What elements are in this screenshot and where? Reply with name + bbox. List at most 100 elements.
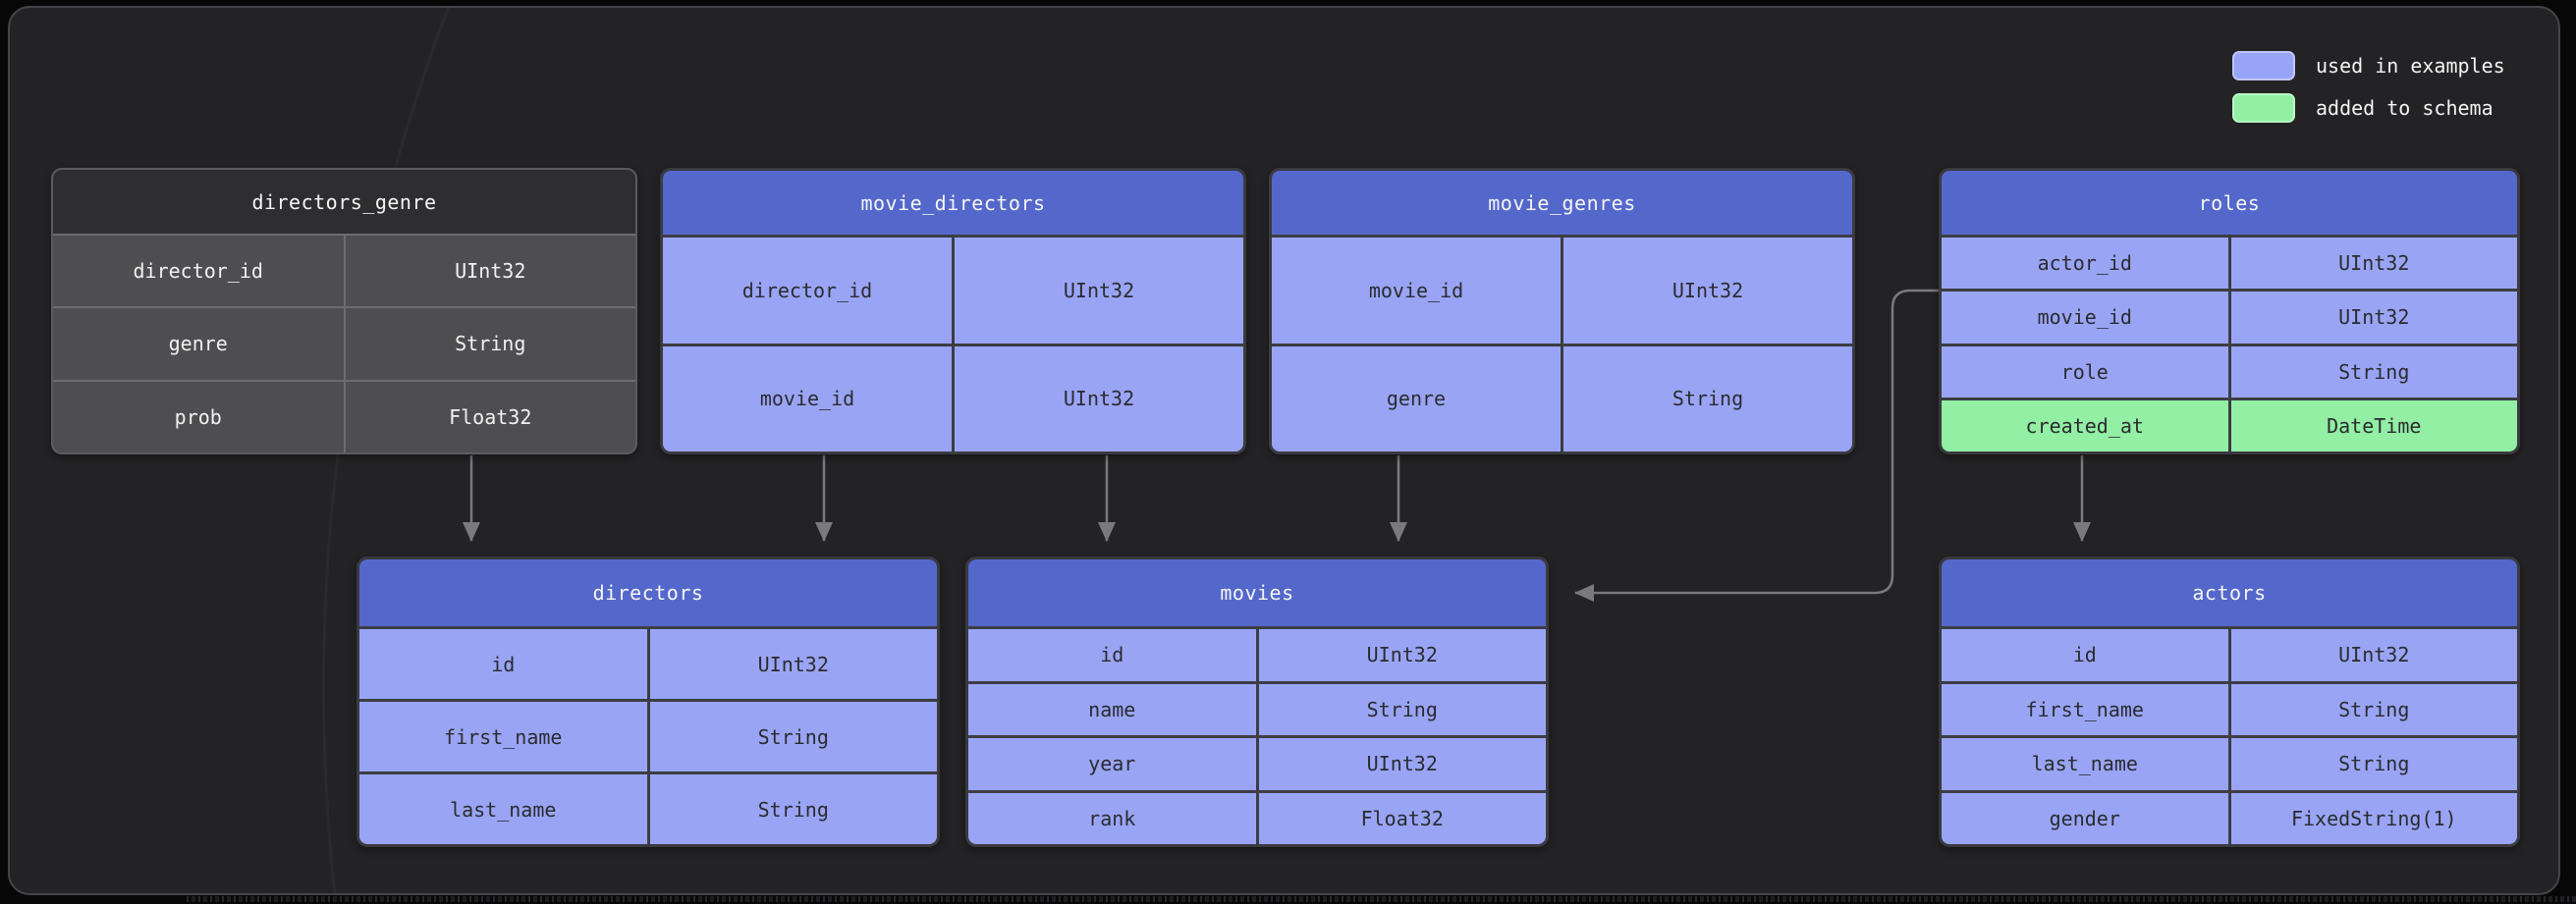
field-type-cell: FixedString(1) (2290, 806, 2457, 830)
table-row-year: year UInt32 (968, 735, 1546, 790)
field-name-cell: id (968, 629, 1259, 681)
table-row-actor_id: actor_id UInt32 (1942, 235, 2517, 290)
field-name-cell: name (968, 683, 1259, 735)
legend: used in examples added to schema (2232, 51, 2505, 123)
field-type-cell: UInt32 (2338, 643, 2410, 667)
legend-item-used-in-examples: used in examples (2232, 51, 2505, 80)
field-type-cell: UInt32 (1063, 278, 1135, 302)
table-title: roles (2198, 190, 2261, 215)
table-header: movies (968, 559, 1546, 626)
table-row-id: id UInt32 (359, 626, 937, 699)
table-title: movie_genres (1488, 190, 1636, 215)
table-row-gender: gender FixedString(1) (1942, 789, 2517, 844)
field-type-cell: UInt32 (1366, 643, 1438, 667)
table-body: movie_id UInt32 genre String (1272, 235, 1852, 452)
table-movie_genres: movie_genres movie_id UInt32 genre String (1269, 168, 1855, 454)
table-row-created_at: created_at DateTime (1942, 397, 2517, 452)
field-name-cell: genre (1272, 346, 1563, 452)
field-name-cell: rank (968, 792, 1259, 844)
field-type-cell: String (757, 724, 829, 749)
field-type-cell: String (1366, 697, 1438, 721)
field-name-cell: prob (53, 381, 346, 452)
field-type-cell: UInt32 (1672, 278, 1744, 302)
table-row-last_name: last_name String (1942, 735, 2517, 790)
table-row-movie_id: movie_id UInt32 (663, 343, 1243, 452)
field-type-cell: UInt32 (2338, 305, 2410, 330)
field-type-cell: UInt32 (1366, 752, 1438, 776)
field-type-cell: Float32 (449, 404, 532, 429)
field-name-cell: movie_id (663, 346, 955, 452)
green-color-swatch (2232, 93, 2295, 123)
field-name-cell: gender (1942, 792, 2231, 844)
field-name-cell: first_name (1942, 683, 2231, 735)
table-row-rank: rank Float32 (968, 789, 1546, 844)
screen-edge-artifact (187, 896, 2576, 902)
field-type-cell: String (2338, 697, 2410, 721)
field-name-cell: movie_id (1272, 238, 1563, 344)
field-type-cell: DateTime (2327, 413, 2422, 438)
field-name-cell: id (1942, 629, 2231, 681)
field-type-cell: UInt32 (757, 652, 829, 676)
table-row-id: id UInt32 (1942, 626, 2517, 681)
field-name-cell: director_id (663, 238, 955, 344)
table-body: director_id UInt32 genre String prob Float32 (53, 234, 635, 452)
table-row-director_id: director_id UInt32 (53, 234, 635, 307)
field-name-cell: last_name (1942, 738, 2231, 790)
field-name-cell: created_at (1942, 399, 2231, 452)
table-header: movie_directors (663, 171, 1243, 235)
field-type-cell: String (757, 797, 829, 822)
table-header: actors (1942, 559, 2517, 626)
field-name-cell: role (1942, 346, 2231, 398)
field-name-cell: last_name (359, 774, 650, 844)
field-type-cell: String (1672, 387, 1744, 411)
field-name-cell: actor_id (1942, 238, 2231, 290)
table-header: movie_genres (1272, 171, 1852, 235)
field-name-cell: id (359, 629, 650, 699)
table-row-director_id: director_id UInt32 (663, 235, 1243, 344)
table-row-movie_id: movie_id UInt32 (1272, 235, 1852, 344)
table-row-movie_id: movie_id UInt32 (1942, 289, 2517, 344)
table-row-last_name: last_name String (359, 771, 937, 844)
field-type-cell: UInt32 (1063, 387, 1135, 411)
field-name-cell: director_id (53, 236, 346, 307)
table-row-genre: genre String (53, 306, 635, 380)
field-name-cell: movie_id (1942, 292, 2231, 344)
table-header: directors_genre (53, 170, 635, 234)
field-type-cell: UInt32 (2338, 251, 2410, 276)
table-title: movie_directors (860, 190, 1046, 215)
table-header: directors (359, 559, 937, 626)
field-name-cell: genre (53, 308, 346, 380)
table-title: actors (2192, 581, 2267, 605)
table-header: roles (1942, 171, 2517, 235)
field-type-cell: String (2338, 359, 2410, 384)
table-title: directors (592, 581, 704, 605)
table-title: directors_genre (251, 189, 437, 214)
field-type-cell: UInt32 (455, 259, 526, 284)
field-name-cell: year (968, 738, 1259, 790)
table-row-id: id UInt32 (968, 626, 1546, 681)
field-type-cell: String (455, 332, 526, 356)
field-type-cell: Float32 (1360, 806, 1444, 830)
blue-color-swatch (2232, 51, 2295, 80)
table-row-name: name String (968, 680, 1546, 735)
legend-label: used in examples (2316, 54, 2505, 78)
table-directors_genre: directors_genre director_id UInt32 genre St… (51, 168, 637, 454)
legend-label: added to schema (2316, 96, 2494, 120)
table-row-role: role String (1942, 343, 2517, 398)
table-title: movies (1220, 581, 1294, 605)
field-type-cell: String (2338, 752, 2410, 776)
field-name-cell: first_name (359, 702, 650, 771)
legend-item-added-to-schema: added to schema (2232, 93, 2505, 123)
table-row-genre: genre String (1272, 343, 1852, 452)
